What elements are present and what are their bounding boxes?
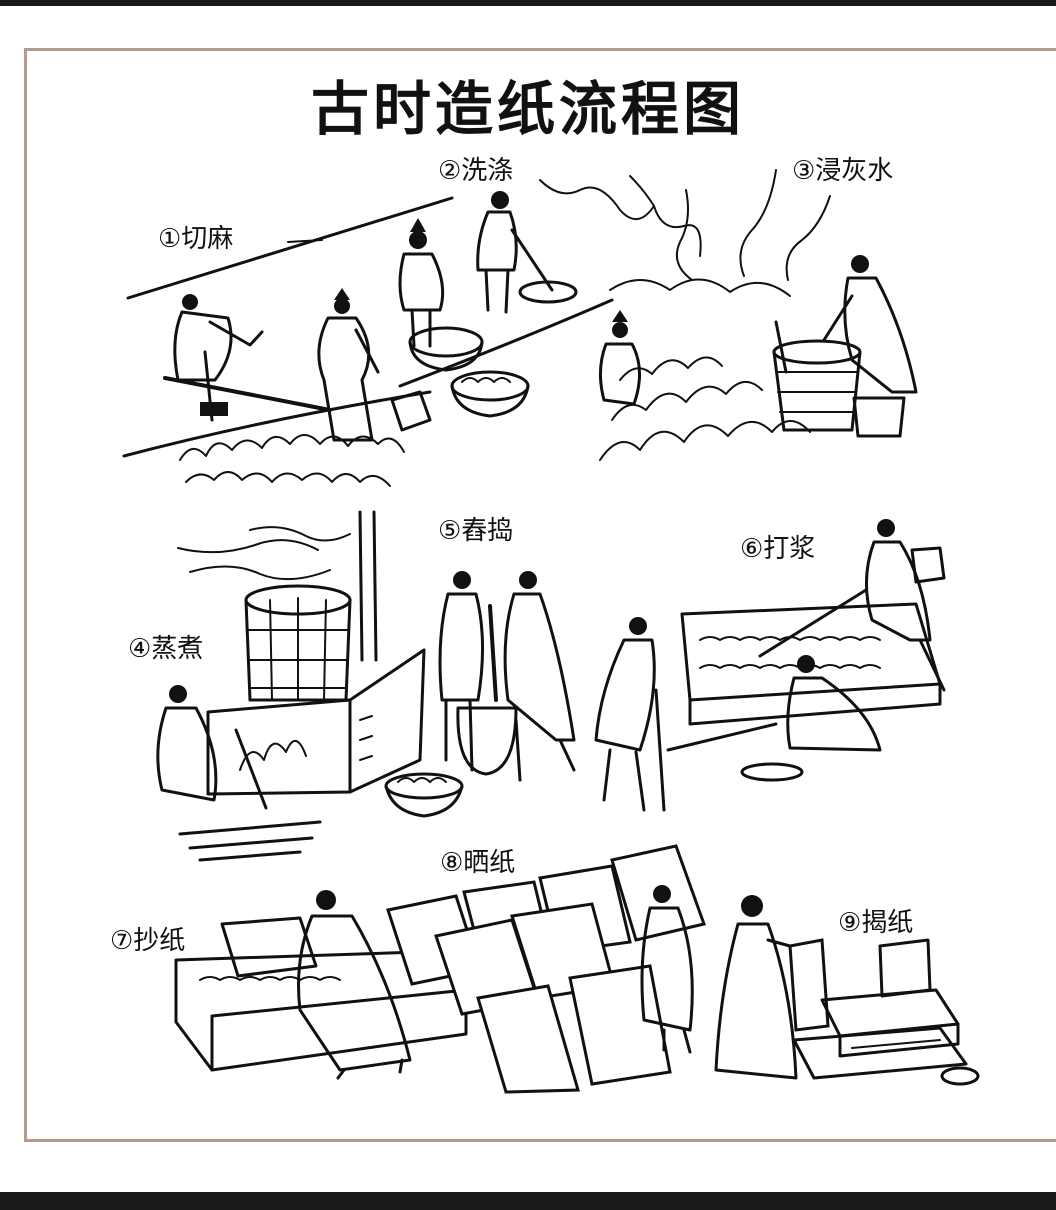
step-label-6: ⑥打浆 xyxy=(740,534,816,564)
step-label-2: ②洗涤 xyxy=(438,156,514,186)
scene-lime-soaking xyxy=(539,169,918,461)
step-label-4: ④蒸煮 xyxy=(128,634,204,664)
scene-drying-paper xyxy=(386,844,706,1094)
figure-head xyxy=(182,294,198,310)
bottom-edge-bar xyxy=(0,1192,1056,1210)
top-edge-bar xyxy=(0,0,1056,6)
step-label-7: ⑦抄纸 xyxy=(110,926,186,956)
scene-peeling-paper xyxy=(714,895,980,1086)
step-label-8: ⑧晒纸 xyxy=(440,848,516,878)
step-label-5: ⑤舂捣 xyxy=(438,516,514,546)
scene-cutting-hemp xyxy=(122,196,454,487)
step-label-1: ①切麻 xyxy=(158,224,234,254)
scene-steaming xyxy=(156,510,426,862)
scene-beating-pulp xyxy=(594,519,946,812)
step-label-9: ⑨揭纸 xyxy=(838,908,914,938)
step-label-3: ③浸灰水 xyxy=(792,156,894,186)
poster-title: 古时造纸流程图 xyxy=(310,75,745,143)
scene-washing xyxy=(398,191,614,418)
scene-pounding xyxy=(384,571,576,818)
